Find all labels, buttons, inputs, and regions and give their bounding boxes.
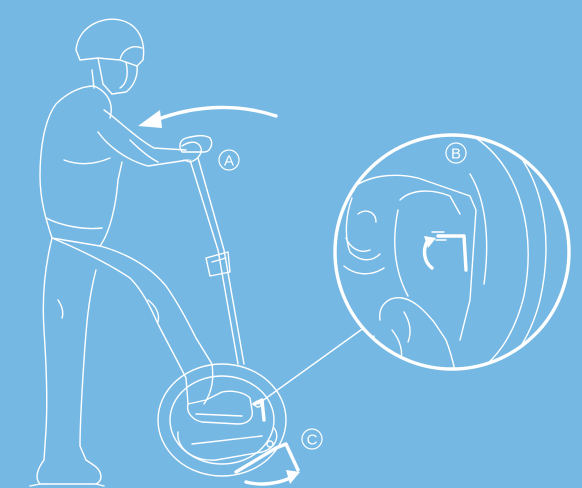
callout-c-label: C bbox=[307, 432, 318, 449]
zoom-leader-line bbox=[258, 322, 372, 404]
callout-c: C bbox=[302, 429, 322, 449]
hex-key-large bbox=[236, 444, 298, 472]
callout-a-label: A bbox=[224, 153, 234, 170]
hex-key-tools bbox=[236, 400, 298, 472]
callout-b-label: B bbox=[451, 146, 461, 163]
callout-a: A bbox=[219, 150, 239, 170]
arrow-rotate-base bbox=[246, 470, 300, 484]
scooter bbox=[158, 136, 286, 476]
shoe bbox=[188, 391, 253, 424]
arrow-rotate-handlebar bbox=[138, 107, 276, 128]
helmet bbox=[76, 19, 144, 66]
torso bbox=[40, 86, 122, 246]
arm bbox=[104, 110, 186, 150]
zoom-detail bbox=[335, 130, 569, 392]
standing-leg bbox=[43, 238, 52, 460]
